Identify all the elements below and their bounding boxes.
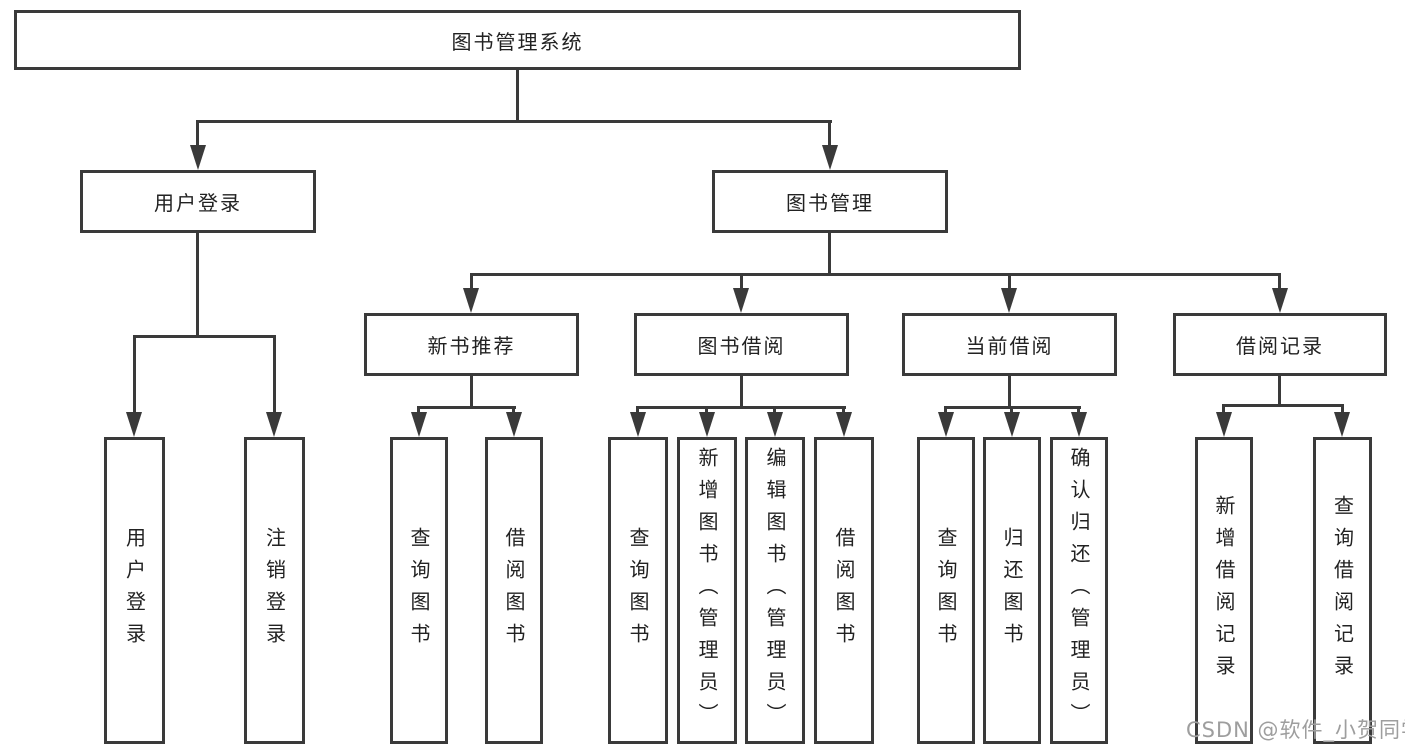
node-label: 归还图书 (1000, 526, 1024, 655)
node-label: 借阅图书 (502, 526, 526, 655)
leaf-current-return-books: 归还图书 (983, 437, 1041, 744)
connector-user-login-down (196, 233, 199, 337)
connector-book-mgmt-crossbar (470, 273, 1281, 276)
connector-leaf-stem (1077, 406, 1080, 415)
arrow-down-icon (1001, 288, 1017, 313)
arrow-down-icon (733, 288, 749, 313)
connector-book-borrow-stem (740, 273, 743, 290)
connector-new-book-stem (470, 273, 473, 290)
node-label: 查询图书 (626, 526, 650, 655)
connector-borrow-records-down (1278, 376, 1281, 406)
leaf-recommend-borrow-books: 借阅图书 (485, 437, 543, 744)
connector-book-borrow-down (740, 376, 743, 408)
leaf-records-add-borrow-record: 新增借阅记录 (1195, 437, 1253, 744)
leaf-borrowing-borrow-books: 借阅图书 (814, 437, 874, 744)
arrow-down-icon (836, 412, 852, 437)
node-label: 图书管理 (786, 191, 874, 215)
arrow-down-icon (1272, 288, 1288, 313)
connector-user-login-stem (196, 120, 199, 147)
arrow-down-icon (822, 145, 838, 170)
connector-book-mgmt-down (828, 233, 831, 275)
node-user-login: 用户登录 (80, 170, 316, 233)
node-label: 新增借阅记录 (1212, 494, 1236, 687)
arrow-down-icon (630, 412, 646, 437)
connector-leaf-stem (1010, 406, 1013, 415)
connector-new-book-down (470, 376, 473, 408)
arrow-down-icon (1216, 412, 1232, 437)
connector-leaf-stem (1341, 404, 1344, 415)
arrow-down-icon (190, 145, 206, 170)
leaf-current-query-books: 查询图书 (917, 437, 975, 744)
leaf-borrowing-edit-books-admin: 编辑图书（管理员） (745, 437, 805, 744)
node-label: 用户登录 (122, 526, 147, 655)
node-label: 借阅记录 (1236, 334, 1324, 358)
node-label: 图书借阅 (697, 334, 786, 358)
arrow-down-icon (126, 412, 142, 437)
connector-leaf-stem (944, 406, 947, 415)
node-label: 查询借阅记录 (1330, 494, 1355, 687)
leaf-borrowing-query-books: 查询图书 (608, 437, 668, 744)
arrow-down-icon (1071, 412, 1087, 437)
arrow-down-icon (938, 412, 954, 437)
node-label: 借阅图书 (832, 526, 856, 655)
leaf-borrowing-add-books-admin: 新增图书（管理员） (677, 437, 737, 744)
node-library-management-system: 图书管理系统 (14, 10, 1021, 70)
leaf-logout: 注销登录 (244, 437, 305, 744)
leaf-current-confirm-return-admin: 确认归还（管理员） (1050, 437, 1108, 744)
csdn-watermark: CSDN @软件_小贺同学 (1186, 718, 1405, 742)
connector-book-borrow-crossbar (636, 406, 846, 409)
node-book-borrowing: 图书借阅 (634, 313, 849, 376)
connector-user-login-crossbar (133, 335, 276, 338)
connector-leaf-stem (417, 406, 420, 415)
connector-leaf-stem (636, 406, 639, 415)
arrow-down-icon (411, 412, 427, 437)
arrow-down-icon (506, 412, 522, 437)
node-label: 查询图书 (407, 526, 431, 655)
connector-leaf-stem (1222, 404, 1225, 415)
node-label: 确认归还（管理员） (1067, 446, 1091, 735)
leaf-records-query-borrow-record: 查询借阅记录 (1313, 437, 1372, 744)
node-label: 注销登录 (262, 526, 287, 655)
connector-current-borrow-down (1008, 376, 1011, 408)
leaf-user-login: 用户登录 (104, 437, 165, 744)
connector-new-book-crossbar (418, 406, 516, 409)
arrow-down-icon (767, 412, 783, 437)
connector-leaf-stem (705, 406, 708, 415)
connector-leaf-stem (512, 406, 515, 415)
connector-leaf-stem (842, 406, 845, 415)
node-label: 编辑图书（管理员） (763, 446, 787, 735)
connector-root-crossbar (197, 120, 832, 123)
arrow-down-icon (1004, 412, 1020, 437)
arrow-down-icon (266, 412, 282, 437)
arrow-down-icon (463, 288, 479, 313)
node-label: 用户登录 (154, 191, 242, 215)
node-label: 新增图书（管理员） (695, 446, 719, 735)
connector-leaf-logout-stem (273, 335, 276, 414)
node-label: 新书推荐 (427, 334, 516, 358)
connector-borrow-records-stem (1278, 273, 1281, 290)
arrow-down-icon (699, 412, 715, 437)
connector-borrow-records-crossbar (1222, 404, 1344, 407)
connector-leaf-user-login-stem (133, 335, 136, 414)
node-current-borrowing: 当前借阅 (902, 313, 1117, 376)
arrow-down-icon (1334, 412, 1350, 437)
node-label: 图书管理系统 (451, 29, 584, 54)
connector-book-mgmt-stem (828, 120, 831, 147)
node-book-management: 图书管理 (712, 170, 948, 233)
node-label: 当前借阅 (965, 334, 1054, 358)
node-label: 查询图书 (934, 526, 958, 655)
connector-current-borrow-stem (1008, 273, 1011, 290)
node-new-book-recommendation: 新书推荐 (364, 313, 579, 376)
leaf-recommend-query-books: 查询图书 (390, 437, 448, 744)
node-borrowing-records: 借阅记录 (1173, 313, 1387, 376)
connector-root-stem (516, 70, 519, 122)
connector-leaf-stem (773, 406, 776, 415)
